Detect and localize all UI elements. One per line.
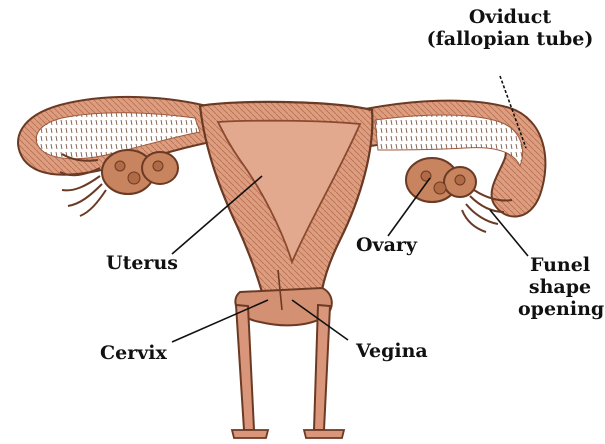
- uterus: [200, 102, 372, 292]
- funnel-label-line3: opening: [518, 298, 602, 320]
- vagina-label: Vegina: [356, 340, 428, 362]
- funnel-label-line2: shape: [518, 276, 602, 298]
- oviduct-label: Oviduct (fallopian tube): [420, 6, 600, 50]
- ovary-label: Ovary: [356, 234, 417, 256]
- funnel-leader: [490, 210, 528, 256]
- uterus-label: Uterus: [106, 252, 178, 274]
- funnel-label-line1: Funel: [518, 254, 602, 276]
- oviduct-label-line2: (fallopian tube): [420, 28, 600, 50]
- right-fallopian-tube: [360, 101, 545, 217]
- funnel-shape-opening-label: Funel shape opening: [518, 254, 602, 320]
- oviduct-label-line1: Oviduct: [420, 6, 600, 28]
- left-ovary: [102, 150, 178, 194]
- cervix-label: Cervix: [100, 342, 167, 364]
